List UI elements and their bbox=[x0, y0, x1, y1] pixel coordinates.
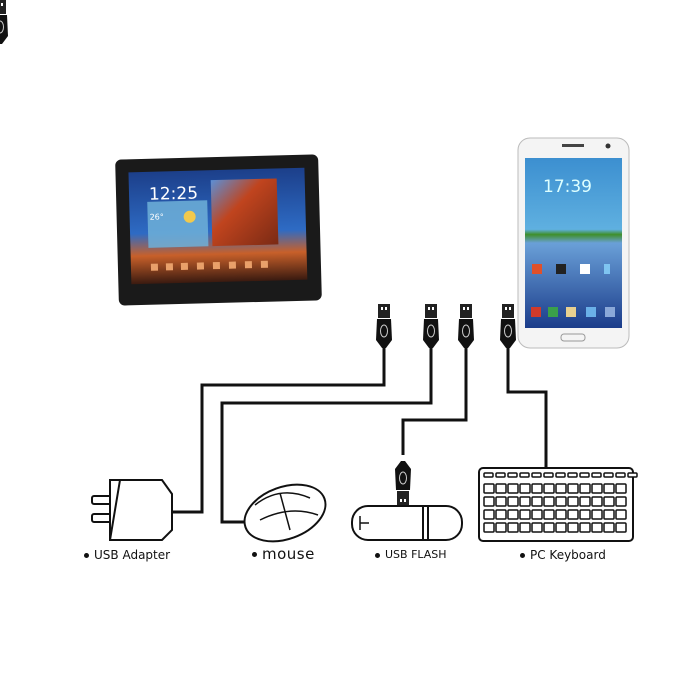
phone-clock: 17:39 bbox=[543, 177, 592, 197]
keyboard-key bbox=[531, 472, 542, 478]
keyboard-key bbox=[543, 509, 555, 520]
keyboard-key bbox=[495, 522, 507, 533]
cable-usb-flash bbox=[401, 345, 468, 455]
label-usb-flash: USB FLASH bbox=[375, 548, 447, 561]
label-text: mouse bbox=[262, 545, 315, 563]
keyboard-key bbox=[615, 496, 627, 507]
keyboard-key bbox=[531, 483, 543, 494]
keyboard-key bbox=[483, 509, 495, 520]
keyboard-key bbox=[531, 509, 543, 520]
keyboard-key bbox=[603, 522, 615, 533]
keyboard-key bbox=[507, 496, 519, 507]
keyboard-key bbox=[495, 483, 507, 494]
keyboard-key bbox=[615, 509, 627, 520]
keyboard-key bbox=[483, 522, 495, 533]
cables bbox=[172, 345, 548, 524]
keyboard-key bbox=[579, 496, 591, 507]
keyboard-key bbox=[555, 472, 566, 478]
label-text: USB FLASH bbox=[385, 548, 447, 561]
label-pc-keyboard: PC Keyboard bbox=[520, 548, 606, 562]
keyboard-key bbox=[555, 496, 567, 507]
keyboard-key bbox=[567, 496, 579, 507]
keyboard-key bbox=[555, 509, 567, 520]
label-text: USB Adapter bbox=[94, 548, 171, 562]
cable-keyboard bbox=[506, 345, 548, 468]
keyboard-key bbox=[507, 483, 519, 494]
keyboard-key bbox=[591, 509, 603, 520]
usb-plug-1 bbox=[375, 303, 393, 349]
label-usb-adapter: USB Adapter bbox=[84, 548, 170, 562]
keyboard-key bbox=[495, 472, 506, 478]
keyboard-key bbox=[567, 472, 578, 478]
keyboard-key bbox=[579, 472, 590, 478]
label-text: PC Keyboard bbox=[530, 548, 606, 562]
weather-sun-icon bbox=[183, 210, 196, 223]
usb-flash-icon bbox=[351, 505, 463, 541]
cable-usb-adapter bbox=[172, 345, 386, 514]
usb-plug-2 bbox=[422, 303, 440, 349]
usb-plug-icon bbox=[0, 0, 8, 44]
keyboard-key bbox=[567, 483, 579, 494]
usb-plugs bbox=[0, 0, 8, 44]
keyboard-key bbox=[519, 472, 530, 478]
home-button bbox=[560, 333, 586, 342]
keyboard-key bbox=[579, 483, 591, 494]
phone-app-icons bbox=[531, 264, 615, 317]
usb-plug-4 bbox=[499, 303, 517, 349]
keyboard-key bbox=[519, 496, 531, 507]
keyboard-key bbox=[603, 509, 615, 520]
keyboard-key bbox=[507, 522, 519, 533]
keyboard-key bbox=[603, 496, 615, 507]
tablet-app-icons bbox=[150, 260, 269, 271]
keyboard-key bbox=[519, 509, 531, 520]
keyboard-key bbox=[579, 522, 591, 533]
keyboard-key bbox=[567, 509, 579, 520]
keyboard-key bbox=[531, 496, 543, 507]
keyboard-key bbox=[591, 496, 603, 507]
usb-plug-3 bbox=[457, 303, 475, 349]
keyboard-key bbox=[483, 472, 494, 478]
tablet-clock: 12:25 bbox=[149, 184, 199, 205]
keyboard-key bbox=[531, 522, 543, 533]
cable-mouse bbox=[220, 345, 433, 524]
keyboard-key bbox=[627, 472, 638, 478]
keyboard-key bbox=[603, 483, 615, 494]
keyboard-key bbox=[615, 522, 627, 533]
keyboard-key bbox=[555, 522, 567, 533]
keyboard-key bbox=[495, 496, 507, 507]
keyboard-key bbox=[591, 483, 603, 494]
label-mouse: mouse bbox=[252, 545, 315, 563]
keyboard-key bbox=[591, 522, 603, 533]
tablet: 12:25 26° bbox=[115, 154, 322, 306]
keyboard-key bbox=[483, 483, 495, 494]
keyboard-key bbox=[603, 472, 614, 478]
mouse-icon bbox=[243, 483, 327, 543]
keyboard-key bbox=[483, 496, 495, 507]
smartphone: 17:39 bbox=[517, 137, 630, 349]
keyboard-key bbox=[507, 509, 519, 520]
keyboard-key bbox=[543, 472, 554, 478]
keyboard-icon bbox=[478, 467, 638, 542]
keyboard-key bbox=[555, 483, 567, 494]
keyboard-key bbox=[495, 509, 507, 520]
keyboard-key bbox=[519, 522, 531, 533]
keyboard-key bbox=[543, 483, 555, 494]
keyboard-key bbox=[543, 496, 555, 507]
keyboard-key bbox=[519, 483, 531, 494]
usb-adapter-icon bbox=[91, 479, 173, 541]
keyboard-key bbox=[507, 472, 518, 478]
keyboard-key bbox=[615, 472, 626, 478]
keyboard-key bbox=[615, 483, 627, 494]
keyboard-key bbox=[579, 509, 591, 520]
keyboard-key bbox=[543, 522, 555, 533]
tablet-temperature: 26° bbox=[150, 212, 164, 221]
keyboard-key bbox=[591, 472, 602, 478]
usb-flash-plug bbox=[394, 460, 412, 506]
keyboard-key bbox=[567, 522, 579, 533]
